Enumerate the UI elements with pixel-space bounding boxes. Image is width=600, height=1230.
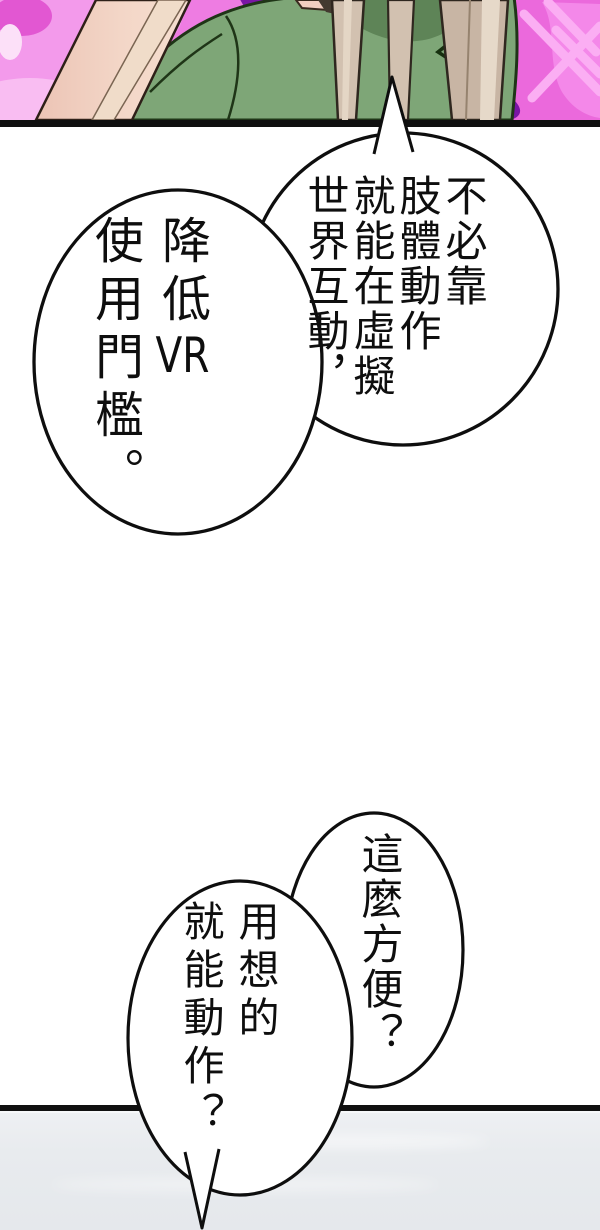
character-jacket xyxy=(102,0,519,120)
bubble-1-text: 不必靠 肢體動作 就能在虛擬 世界互動， xyxy=(301,174,488,399)
bubble-2-text-vr: VR xyxy=(155,331,210,380)
speech-bubble-2 xyxy=(32,188,324,536)
bubble-2-text-start: 降低 xyxy=(154,215,211,331)
speech-bubble-4-tail xyxy=(183,1148,221,1230)
pink-aura-right xyxy=(503,0,600,120)
character-arm xyxy=(34,0,192,120)
bubble-4-text: 用想的 就能動作？ xyxy=(176,900,279,1140)
speech-bubble-1-tail xyxy=(372,75,415,155)
speech-bubble-4 xyxy=(126,879,354,1197)
top-artwork-panel xyxy=(0,0,600,127)
character-artwork xyxy=(0,0,600,120)
bubble-3-text: 這麼方便？ xyxy=(355,832,404,1057)
bubble-2-text-end: 使用門檻。 xyxy=(87,215,144,505)
